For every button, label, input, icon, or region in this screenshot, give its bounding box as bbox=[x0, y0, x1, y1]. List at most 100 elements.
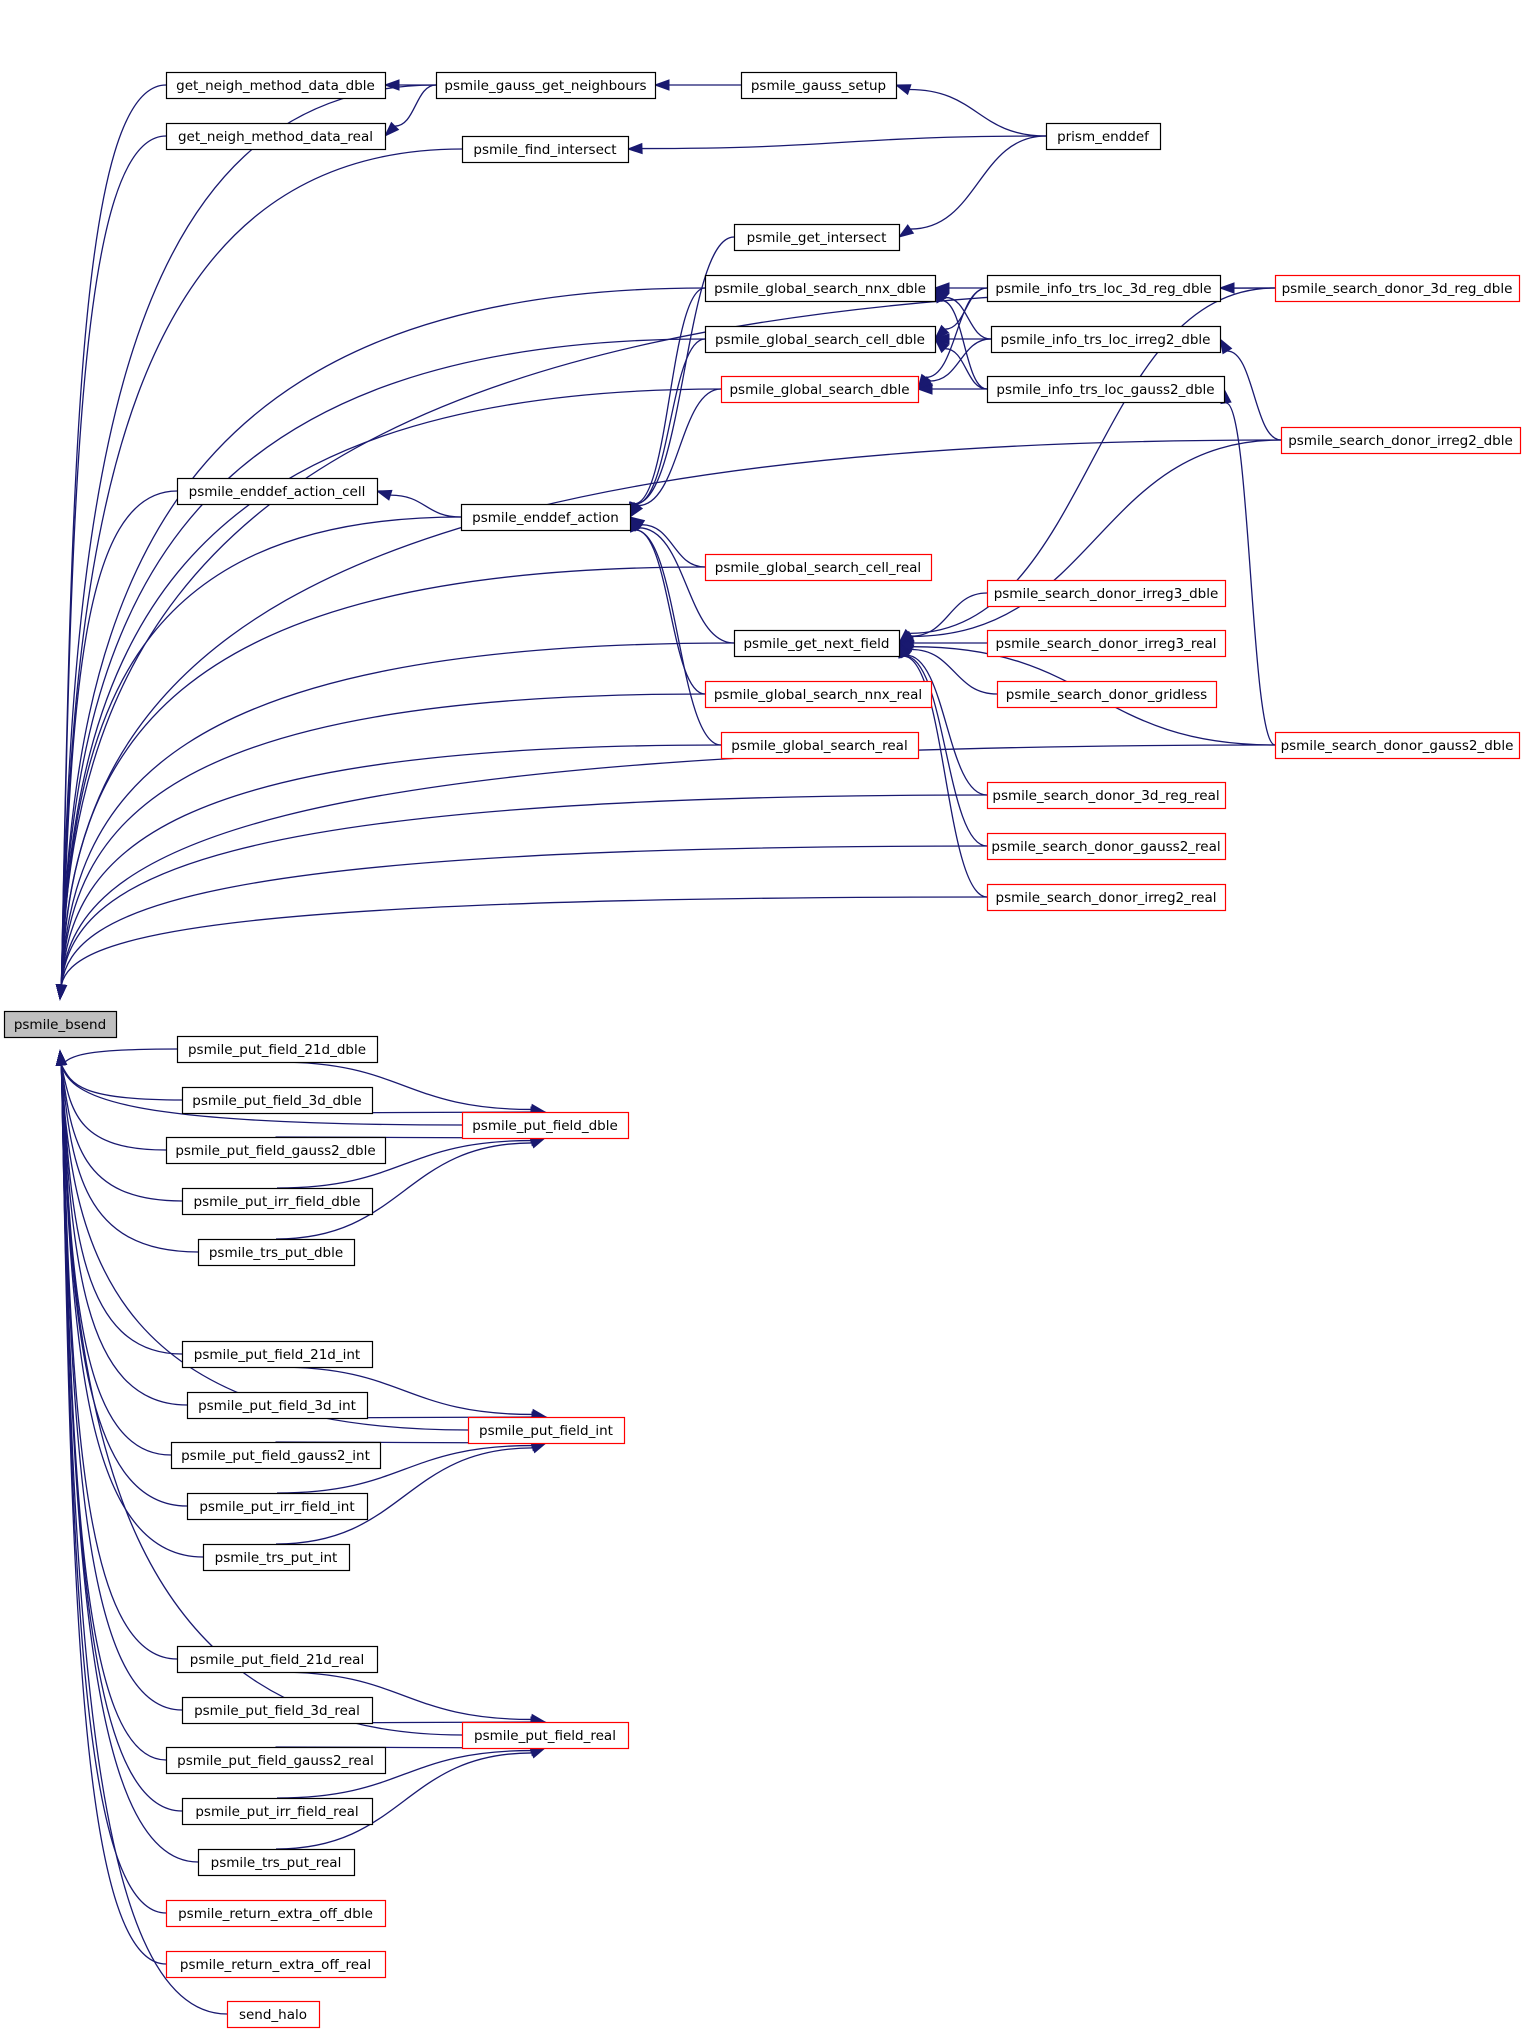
node-pfg2_dble[interactable]: psmile_put_field_gauss2_dble bbox=[165, 1136, 387, 1165]
node-box bbox=[176, 1645, 379, 1674]
node-pf_dble[interactable]: psmile_put_field_dble bbox=[461, 1111, 630, 1140]
node-box bbox=[165, 1746, 387, 1775]
node-rex_real[interactable]: psmile_return_extra_off_real bbox=[165, 1950, 387, 1979]
node-info_gauss2[interactable]: psmile_info_trs_loc_gauss2_dble bbox=[986, 375, 1226, 404]
node-label: psmile_put_field_3d_int bbox=[198, 1398, 356, 1414]
edge-pf21_int-to-bsend bbox=[60, 1064, 183, 1355]
node-label: psmile_trs_put_dble bbox=[209, 1245, 343, 1261]
node-label: psmile_global_search_dble bbox=[729, 382, 909, 398]
node-label: psmile_find_intersect bbox=[473, 142, 616, 158]
node-label: psmile_global_search_cell_real bbox=[715, 560, 921, 576]
node-trs_real[interactable]: psmile_trs_put_real bbox=[197, 1848, 356, 1877]
node-box bbox=[1280, 426, 1522, 455]
node-sd_irreg3_dble[interactable]: psmile_search_donor_irreg3_dble bbox=[986, 579, 1227, 608]
node-get_int[interactable]: psmile_get_intersect bbox=[733, 223, 901, 252]
edge-info_gauss2-to-gs_cell_dble-arrowhead bbox=[933, 337, 950, 354]
node-prism_enddef[interactable]: prism_enddef bbox=[1045, 122, 1162, 151]
node-pf3d_dble[interactable]: psmile_put_field_3d_dble bbox=[181, 1086, 374, 1115]
node-box bbox=[986, 781, 1227, 810]
node-gs_nnx_dble[interactable]: psmile_global_search_nnx_dble bbox=[704, 274, 937, 303]
edge-sd_irreg2_real-to-bsend bbox=[60, 896, 988, 986]
node-box bbox=[460, 503, 632, 532]
node-sd_gauss2_real[interactable]: psmile_search_donor_gauss2_real bbox=[986, 832, 1227, 861]
edge-trs_real-to-pf_real-arrowhead bbox=[529, 1747, 547, 1759]
node-label: get_neigh_method_data_real bbox=[178, 129, 373, 145]
edge-pfg2_int-to-bsend bbox=[60, 1064, 172, 1456]
node-pf_real[interactable]: psmile_put_field_real bbox=[461, 1721, 630, 1750]
node-gauss_setup[interactable]: psmile_gauss_setup bbox=[740, 71, 898, 100]
node-bsend[interactable]: psmile_bsend bbox=[3, 1010, 118, 1039]
node-pfg2_int[interactable]: psmile_put_field_gauss2_int bbox=[170, 1441, 382, 1470]
node-enddef_cell[interactable]: psmile_enddef_action_cell bbox=[176, 477, 379, 506]
node-pf21_real[interactable]: psmile_put_field_21d_real bbox=[176, 1645, 379, 1674]
node-pfg2_real[interactable]: psmile_put_field_gauss2_real bbox=[165, 1746, 387, 1775]
node-label: psmile_put_field_21d_real bbox=[190, 1652, 364, 1668]
node-info_3d[interactable]: psmile_info_trs_loc_3d_reg_dble bbox=[986, 274, 1222, 303]
node-get_next[interactable]: psmile_get_next_field bbox=[733, 629, 901, 658]
edge-sd_irreg3_dble-to-get_next bbox=[911, 592, 988, 637]
node-gnm_real[interactable]: get_neigh_method_data_real bbox=[165, 122, 387, 151]
node-trs_int[interactable]: psmile_trs_put_int bbox=[202, 1543, 351, 1572]
node-box bbox=[986, 274, 1222, 303]
node-sd_3d_real[interactable]: psmile_search_donor_3d_reg_real bbox=[986, 781, 1227, 810]
edge-pirr_real-to-pf_real bbox=[276, 1749, 532, 1799]
node-gauss_neigh[interactable]: psmile_gauss_get_neighbours bbox=[435, 71, 657, 100]
node-pf3d_real[interactable]: psmile_put_field_3d_real bbox=[181, 1696, 374, 1725]
node-pf_int[interactable]: psmile_put_field_int bbox=[467, 1416, 626, 1445]
node-sd_3d_dble[interactable]: psmile_search_donor_3d_reg_dble bbox=[1274, 274, 1521, 303]
node-box bbox=[990, 325, 1222, 354]
node-label: psmile_put_field_3d_dble bbox=[192, 1093, 361, 1109]
edge-pf_int-to-bsend bbox=[60, 1064, 469, 1431]
node-gs_cell_dble[interactable]: psmile_global_search_cell_dble bbox=[704, 325, 937, 354]
node-send_halo[interactable]: send_halo bbox=[226, 2000, 321, 2029]
node-box bbox=[720, 731, 920, 760]
node-box bbox=[181, 1340, 374, 1369]
edge-sd_3d_dble-to-info_3d-arrowhead bbox=[1218, 282, 1235, 294]
node-pf21_int[interactable]: psmile_put_field_21d_int bbox=[181, 1340, 374, 1369]
edge-sd_irreg2_dble-to-info_irreg2 bbox=[1227, 350, 1282, 441]
node-label: psmile_info_trs_loc_irreg2_dble bbox=[1001, 332, 1211, 348]
edge-trs_int-to-pf_int-arrowhead bbox=[530, 1442, 548, 1454]
node-box bbox=[733, 629, 901, 658]
node-box bbox=[467, 1416, 626, 1445]
node-sd_irreg2_dble[interactable]: psmile_search_donor_irreg2_dble bbox=[1280, 426, 1522, 455]
node-trs_dble[interactable]: psmile_trs_put_dble bbox=[197, 1238, 356, 1267]
node-sd_irreg2_real[interactable]: psmile_search_donor_irreg2_real bbox=[986, 883, 1227, 912]
edge-find_int-to-bsend bbox=[60, 148, 463, 986]
node-label: psmile_get_next_field bbox=[743, 636, 889, 652]
node-pf3d_int[interactable]: psmile_put_field_3d_int bbox=[186, 1391, 369, 1420]
node-label: psmile_global_search_nnx_real bbox=[714, 687, 922, 703]
node-gs_cell_real[interactable]: psmile_global_search_cell_real bbox=[704, 553, 933, 582]
node-pirr_int[interactable]: psmile_put_irr_field_int bbox=[186, 1492, 369, 1521]
node-pf21_dble[interactable]: psmile_put_field_21d_dble bbox=[176, 1035, 379, 1064]
edge-gs_cell_dble-to-enddef_action bbox=[635, 338, 706, 505]
node-pirr_real[interactable]: psmile_put_irr_field_real bbox=[181, 1797, 374, 1826]
node-box bbox=[461, 1721, 630, 1750]
node-sd_gridless[interactable]: psmile_search_donor_gridless bbox=[996, 680, 1218, 709]
edge-info_3d-to-gs_cell_dble bbox=[944, 287, 988, 330]
node-sd_gauss2_dble[interactable]: psmile_search_donor_gauss2_dble bbox=[1274, 731, 1521, 760]
edge-enddef_action-to-enddef_cell-arrowhead bbox=[375, 489, 393, 501]
node-gnm_dble[interactable]: get_neigh_method_data_dble bbox=[165, 71, 387, 100]
node-label: psmile_search_donor_gauss2_real bbox=[991, 839, 1220, 855]
node-info_irreg2[interactable]: psmile_info_trs_loc_irreg2_dble bbox=[990, 325, 1222, 354]
node-sd_irreg3_real[interactable]: psmile_search_donor_irreg3_real bbox=[986, 629, 1227, 658]
node-enddef_action[interactable]: psmile_enddef_action bbox=[460, 503, 632, 532]
edge-gauss_setup-to-gauss_neigh-arrowhead bbox=[653, 79, 670, 91]
node-gs_real[interactable]: psmile_global_search_real bbox=[720, 731, 920, 760]
edge-gs_dble-to-bsend bbox=[60, 388, 722, 986]
edge-pf21_dble-to-pf_dble bbox=[276, 1061, 532, 1111]
node-box bbox=[986, 629, 1227, 658]
node-box bbox=[186, 1492, 369, 1521]
node-gs_nnx_real[interactable]: psmile_global_search_nnx_real bbox=[704, 680, 933, 709]
node-label: send_halo bbox=[239, 2007, 307, 2023]
node-find_int[interactable]: psmile_find_intersect bbox=[461, 135, 630, 164]
edge-gnm_real-to-bsend bbox=[60, 135, 167, 986]
edge-sd_irreg2_dble-to-get_next bbox=[911, 439, 1282, 638]
node-gs_dble[interactable]: psmile_global_search_dble bbox=[720, 375, 920, 404]
node-box bbox=[170, 1441, 382, 1470]
node-rex_dble[interactable]: psmile_return_extra_off_dble bbox=[165, 1899, 387, 1928]
node-box bbox=[165, 122, 387, 151]
node-pirr_dble[interactable]: psmile_put_irr_field_dble bbox=[181, 1187, 374, 1216]
